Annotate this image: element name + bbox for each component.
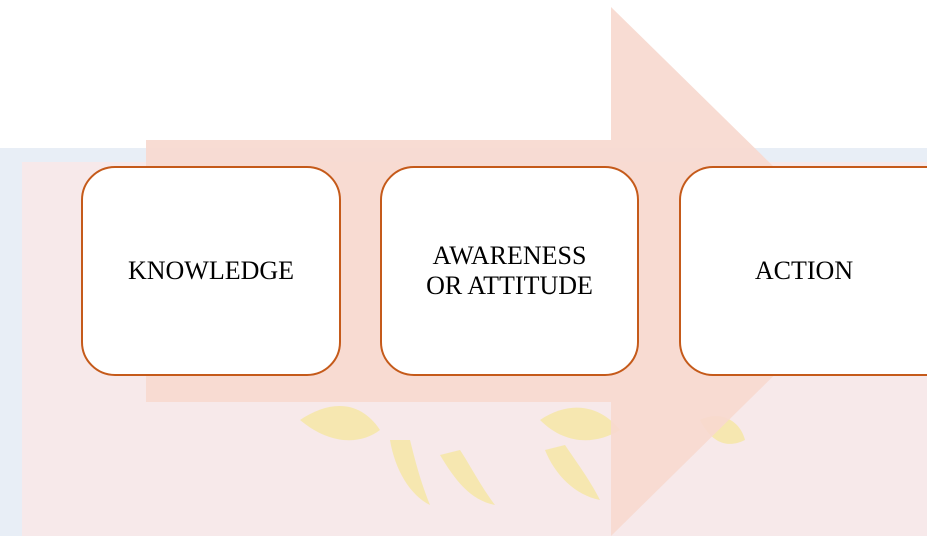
step-box-awareness-or-attitude: AWARENESS OR ATTITUDE <box>380 166 639 376</box>
step-box-action: ACTION <box>679 166 927 376</box>
watermark-border-left <box>0 148 22 536</box>
step-label-action: ACTION <box>754 256 854 285</box>
step-box-knowledge: KNOWLEDGE <box>81 166 341 376</box>
step-label-awareness-or-attitude: AWARENESS OR ATTITUDE <box>426 241 593 300</box>
step-label-knowledge: KNOWLEDGE <box>127 256 295 285</box>
